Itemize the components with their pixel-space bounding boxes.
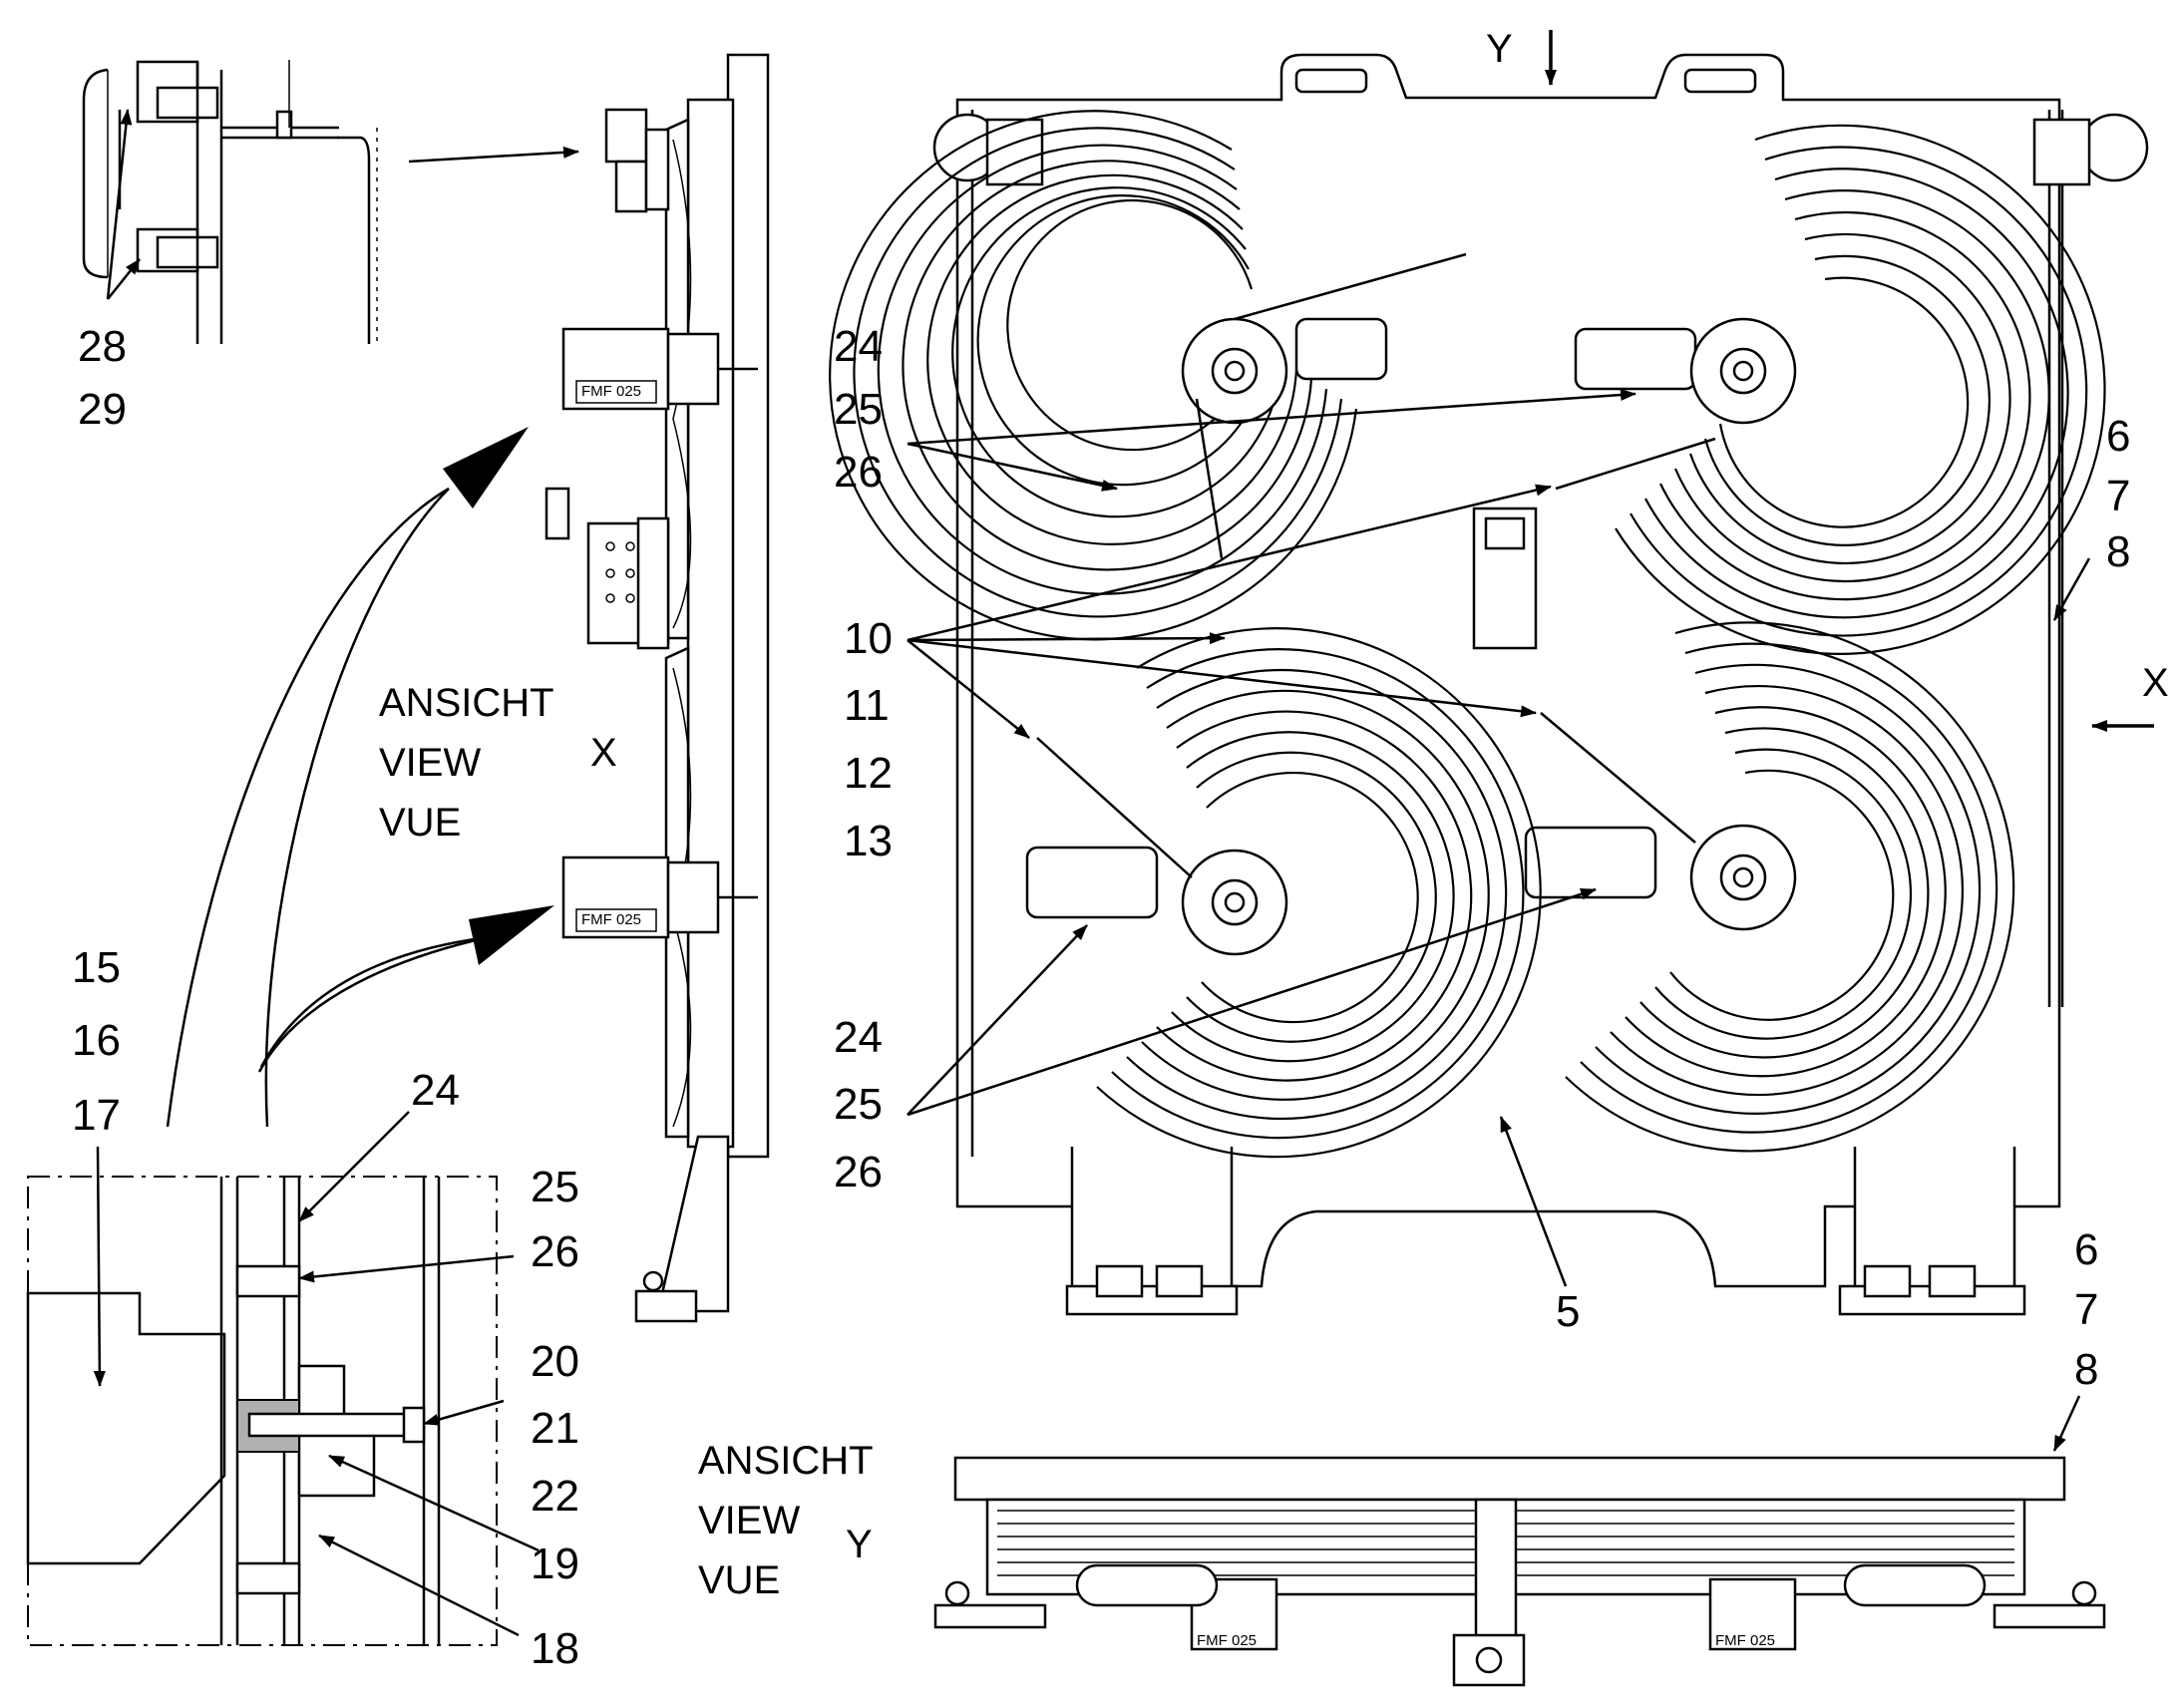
fan-bottom-left <box>1036 627 1542 1159</box>
upper-motor-tag-frame <box>575 380 657 404</box>
view-x-line-2: VIEW <box>379 741 481 785</box>
callout-26-main-b: 26 <box>834 1148 883 1196</box>
upper-motor-tag: FMF 025 <box>581 383 641 400</box>
callout-20: 20 <box>531 1337 579 1386</box>
callout-29: 29 <box>78 385 127 434</box>
callout-24-main-a: 24 <box>834 322 883 371</box>
callout-11: 11 <box>844 681 890 730</box>
callout-6-upper: 6 <box>2106 412 2130 461</box>
callout-15: 15 <box>72 943 121 992</box>
leader-29 <box>107 258 141 300</box>
callout-26-main-a: 26 <box>834 448 883 497</box>
leader-18-detail <box>318 1534 520 1637</box>
callout-8-lower: 8 <box>2074 1345 2098 1394</box>
callout-6-lower: 6 <box>2074 1225 2098 1274</box>
callout-25-main-a: 25 <box>834 385 883 434</box>
leader-21-detail <box>423 1399 505 1426</box>
curved-reference-arrows <box>166 427 554 1128</box>
callout-19: 19 <box>531 1539 579 1588</box>
leader-26-main-c <box>907 924 1088 1116</box>
detail-top-bracket <box>82 60 378 344</box>
leader-17 <box>93 1146 106 1387</box>
callout-7-lower: 7 <box>2074 1285 2098 1334</box>
leader-6-upper <box>2052 557 2091 621</box>
callout-25-detail: 25 <box>531 1163 579 1211</box>
leader-24-detail <box>298 1111 410 1222</box>
leader-5 <box>1499 1116 1568 1287</box>
leader-19-detail <box>328 1454 540 1552</box>
leader-26-main-a <box>907 389 1636 446</box>
view-x-line-3: VUE <box>379 801 461 845</box>
callout-8-upper: 8 <box>2106 527 2130 576</box>
view-x-letter: X <box>590 731 617 775</box>
fan-bottom-right <box>1540 621 2015 1153</box>
callout-22: 22 <box>531 1472 579 1521</box>
callout-16: 16 <box>72 1016 121 1065</box>
callout-7-upper: 7 <box>2106 472 2130 520</box>
view-y-line-3: VUE <box>698 1558 780 1602</box>
side-view-x-assembly <box>545 53 770 1323</box>
lower-motor-tag: FMF 025 <box>581 911 641 928</box>
view-y-tag-2: FMF 025 <box>1715 1632 1775 1649</box>
main-front-view <box>932 53 2149 1316</box>
leader-26-detail <box>298 1254 515 1283</box>
leader-10-a <box>907 484 1552 642</box>
view-y-letter: Y <box>846 1523 873 1566</box>
callout-17: 17 <box>72 1091 121 1140</box>
leader-10-d <box>907 639 1030 739</box>
callout-24-detail: 24 <box>411 1066 460 1115</box>
main-y-letter: Y <box>1486 27 1513 71</box>
callout-18: 18 <box>531 1624 579 1673</box>
leader-28 <box>106 109 133 300</box>
leader-26-main-b <box>907 442 1118 492</box>
view-y-line-1: ANSICHT <box>698 1439 874 1483</box>
main-x-letter: X <box>2142 661 2169 705</box>
view-x-line-1: ANSICHT <box>379 681 554 725</box>
view-y-tag-1: FMF 025 <box>1197 1632 1257 1649</box>
leader-6-lower <box>2052 1395 2081 1452</box>
callout-21: 21 <box>531 1404 579 1453</box>
callout-25-main-b: 25 <box>834 1080 883 1129</box>
leader-10-c <box>907 638 1537 718</box>
leader-26-main-d <box>907 887 1597 1117</box>
callout-10: 10 <box>844 614 893 663</box>
view-y-line-2: VIEW <box>698 1499 800 1542</box>
callout-5: 5 <box>1556 1287 1580 1336</box>
leader-top-detail <box>408 146 579 164</box>
callout-28: 28 <box>78 322 127 371</box>
view-y-assembly <box>933 1456 2106 1687</box>
fan-top-right <box>1555 124 2106 655</box>
callout-12: 12 <box>844 749 893 798</box>
section-detail <box>26 1177 441 1645</box>
callout-24-main-b: 24 <box>834 1013 883 1062</box>
leader-10-b <box>907 632 1226 645</box>
callout-26-detail: 26 <box>531 1227 579 1276</box>
lower-motor-tag-frame <box>575 908 657 932</box>
callout-13: 13 <box>844 817 893 865</box>
